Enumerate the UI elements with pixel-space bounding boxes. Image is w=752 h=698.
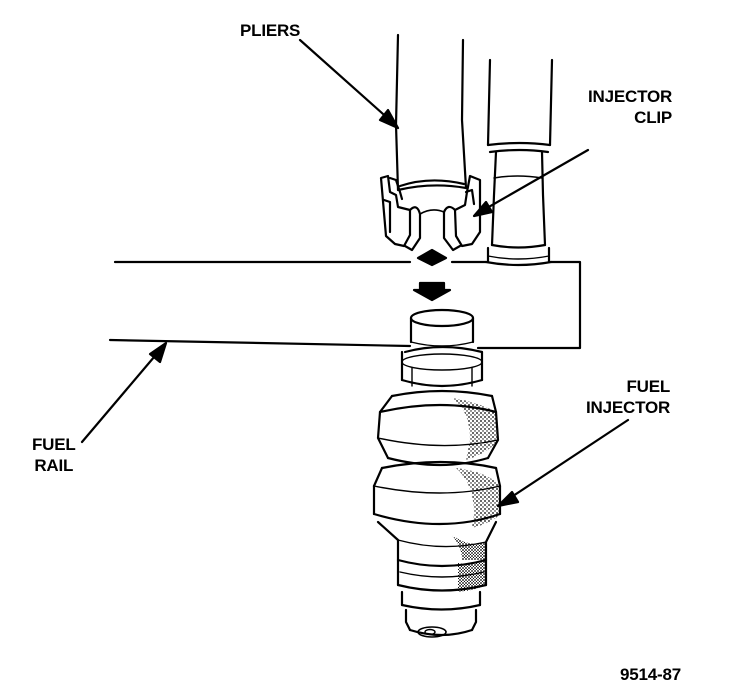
injector-clip-label-line-2: CLIP [634, 108, 673, 127]
figure-number: 9514-87 [620, 664, 681, 685]
injector-clip [379, 174, 482, 252]
fuel-rail [108, 260, 582, 350]
direction-arrows [412, 248, 452, 302]
injector-clip-label-line-1: INJECTOR [588, 87, 673, 106]
fuel-rail-nipple [484, 150, 553, 267]
fuel-rail-label: FUEL RAIL [32, 434, 76, 476]
fuel-rail-label-line-2: RAIL [34, 456, 74, 475]
leader-lines [80, 38, 630, 508]
figure-number-text: 9514-87 [620, 665, 681, 684]
fuel-injector-label: FUEL INJECTOR [586, 376, 670, 418]
pliers [394, 33, 554, 192]
injector-clip-label: INJECTOR CLIP [588, 86, 672, 128]
pliers-label: PLIERS [240, 20, 300, 41]
fuel-rail-label-line-1: FUEL [32, 435, 76, 454]
pliers-label-text: PLIERS [240, 21, 301, 40]
down-arrow [412, 281, 452, 302]
fuel-injector [372, 308, 502, 638]
fuel-injector-label-line-2: INJECTOR [586, 398, 671, 417]
up-arrow [416, 248, 448, 267]
fuel-injector-label-line-1: FUEL [626, 377, 671, 396]
